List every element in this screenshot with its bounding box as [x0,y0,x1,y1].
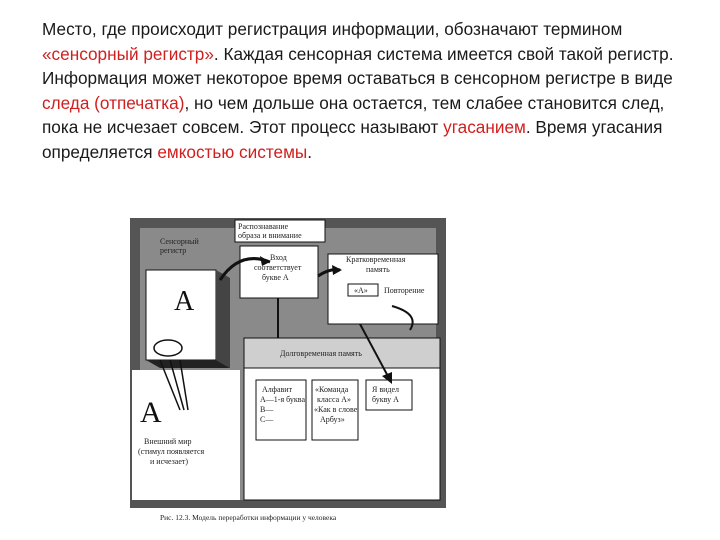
world-label: (стимул появляется [138,447,205,456]
repeat-box [347,283,379,297]
text-part: . Время угасания определяется [42,117,663,162]
stimulus-rays-icon [159,359,181,411]
alphabet-label: С— [260,415,274,424]
saw-box [365,379,413,411]
recognition-label: Распознавание [238,222,289,231]
world-label: Внешний мир [144,437,192,446]
command-label: класса А» [317,395,351,404]
alphabet-label: В— [260,405,274,414]
input-label: букве А [262,273,289,282]
repeat-label: Повторение [384,286,425,295]
short-term-label: память [366,265,390,274]
saw-label: букву А [372,395,399,404]
highlight-trace: следа (отпечатка) [42,92,185,113]
world-letter-a: A [140,396,162,429]
command-label: «Как в слове [314,405,358,414]
highlight-sensory-register: «сенсорный регистр» [42,43,214,64]
input-label: Вход [270,253,287,262]
arrow-icon [359,323,391,381]
info-processing-figure: Сенсорный регистр A Распознавание образа… [120,210,460,530]
repeat-box-label: «А» [354,286,368,295]
register-letter-a: A [174,286,195,317]
command-label: «Команда [315,385,349,394]
command-label: Арбуз» [320,415,345,424]
short-term-memory [327,253,439,325]
recognition-box [234,219,326,243]
alphabet-label: Алфавит [262,385,293,394]
highlight-fading: угасанием [443,117,526,138]
short-term-label: Кратковременная [346,255,406,264]
sensory-register-label: Сенсорный [160,237,199,246]
input-label: соответствует [254,263,302,272]
long-term-memory [243,337,441,369]
highlight-capacity: емкостью системы [157,141,308,162]
long-term-label: Долговременная память [280,349,362,358]
command-box [311,379,359,441]
alphabet-box [255,379,307,441]
alphabet-label: А—1-я буква [260,395,305,404]
sensory-register-label: регистр [160,246,186,255]
eye-icon [153,339,183,357]
world-label: и исчезает) [150,457,188,466]
saw-label: Я видел [372,385,399,394]
recognition-label: образа и внимание [238,231,302,240]
text-part: . Каждая сенсорная система имеется свой … [42,43,674,89]
figure-caption: Рис. 12.3. Модель переработки информации… [160,513,337,522]
text-part: . [307,141,313,162]
slide-paragraph: Место, где происходит регистрация информ… [42,17,682,165]
arrow-icon [391,305,414,331]
text-part: , но чем дольше она остается, тем слабее… [42,92,665,138]
text-part: Место, где происходит регистрация информ… [42,19,623,39]
